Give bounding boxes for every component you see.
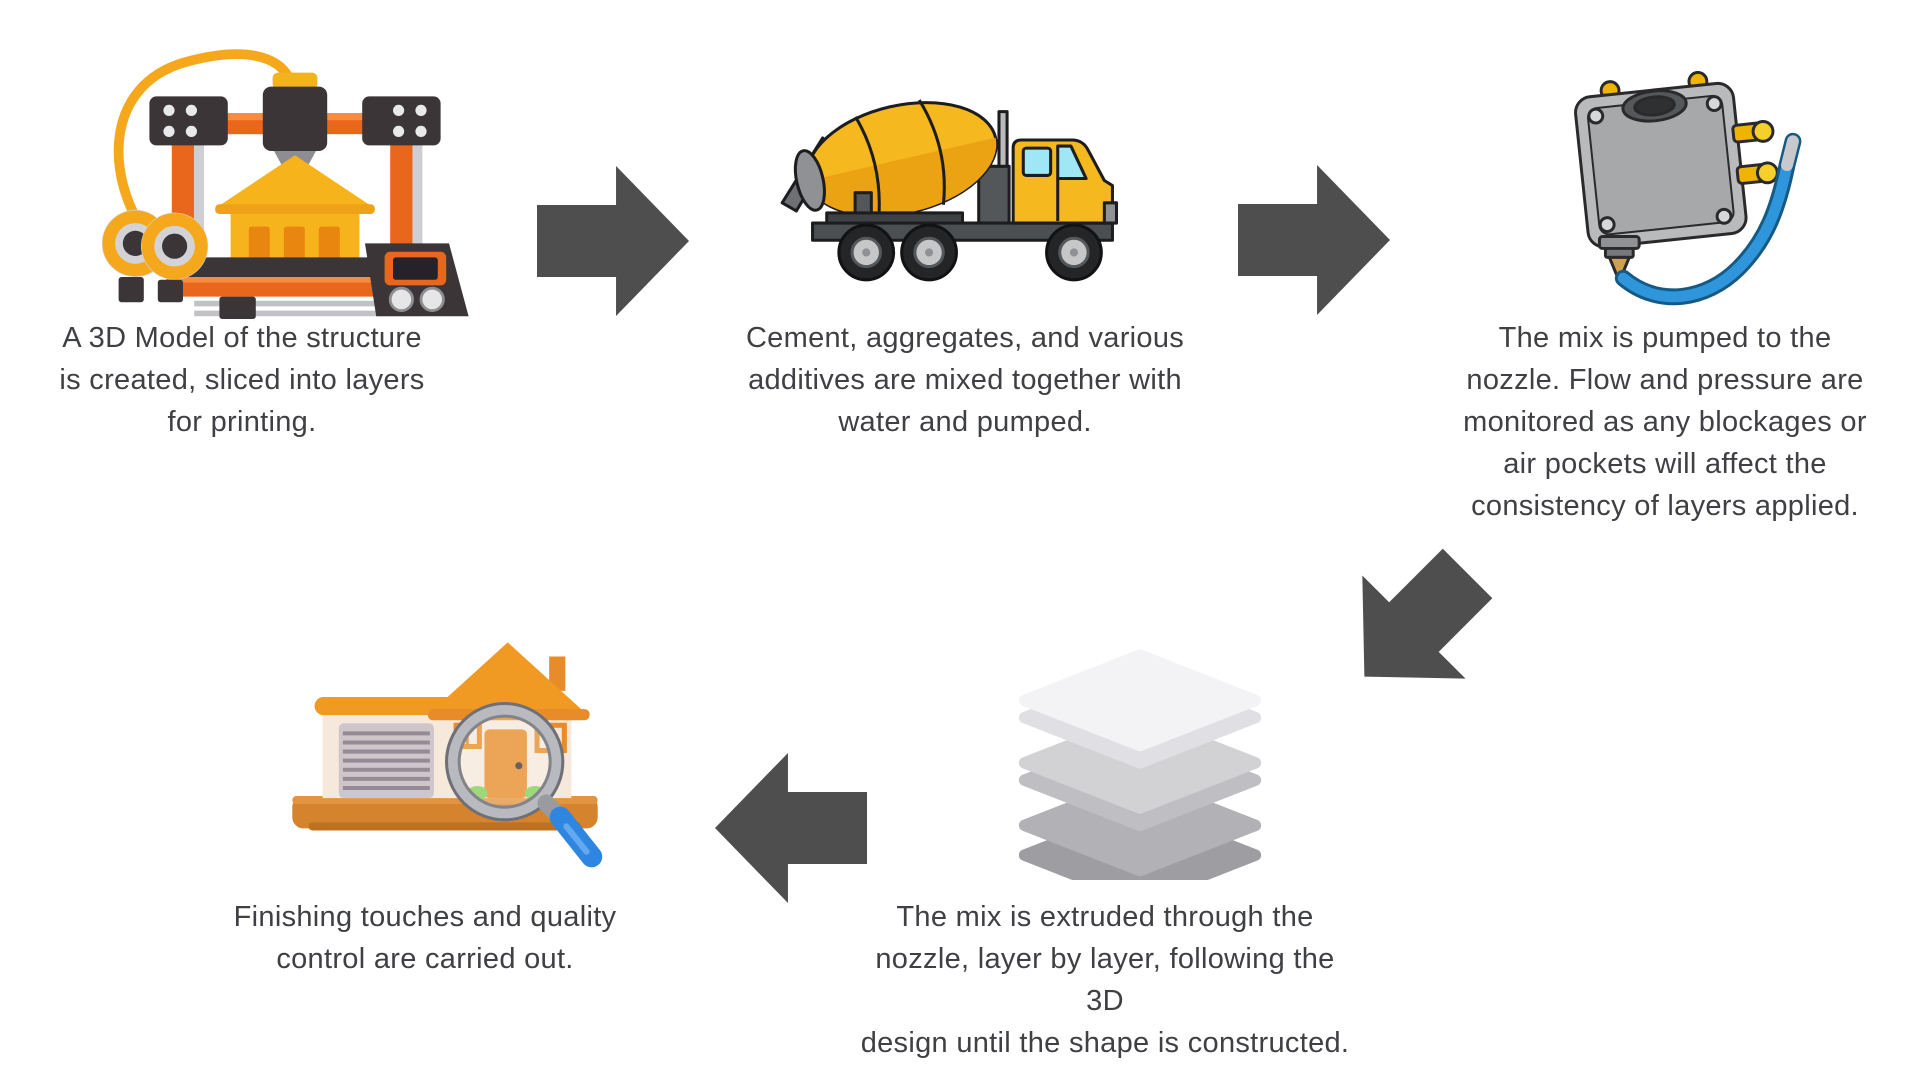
3d-printer-icon [85,38,505,320]
caption-line: nozzle, layer by layer, following the 3D [875,943,1335,1017]
step2-caption: Cement, aggregates, and various additive… [728,317,1202,443]
caption-line: The mix is pumped to the [1498,322,1832,354]
caption-line: monitored as any blockages or [1463,406,1867,438]
arrow-right-icon [1238,165,1390,315]
caption-line: water and pumped. [838,406,1092,438]
caption-line: Finishing touches and quality [233,901,617,933]
caption-line: consistency of layers applied. [1471,490,1859,522]
arrow-left-icon [715,753,867,903]
caption-line: A 3D Model of the structure [62,322,422,354]
cement-mixer-truck-icon [770,52,1155,307]
caption-line: Cement, aggregates, and various [745,322,1185,354]
step3-caption: The mix is pumped to the nozzle. Flow an… [1448,317,1882,527]
step4-caption: The mix is extruded through the nozzle, … [858,896,1352,1064]
caption-line: design until the shape is constructed. [860,1027,1350,1059]
step1-caption: A 3D Model of the structure is created, … [28,317,456,443]
arrow-right-icon [537,166,689,316]
caption-line: nozzle. Flow and pressure are [1466,364,1864,396]
caption-line: control are carried out. [276,943,574,975]
caption-line: additives are mixed together with [748,364,1182,396]
caption-line: The mix is extruded through the [896,901,1314,933]
caption-line: for printing. [167,406,317,438]
house-inspection-icon [278,612,612,880]
caption-line: air pockets will affect the [1503,448,1827,480]
layers-icon [1015,638,1265,880]
caption-line: is created, sliced into layers [59,364,425,396]
step5-caption: Finishing touches and quality control ar… [198,896,652,980]
print-nozzle-icon [1512,48,1810,306]
arrow-down-left-icon [1313,522,1519,728]
